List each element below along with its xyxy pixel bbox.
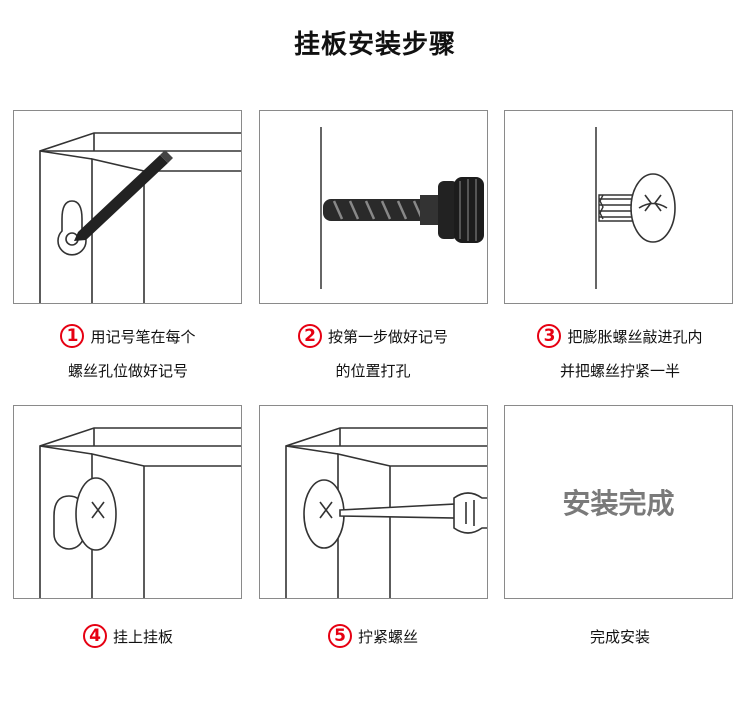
step-3-illustration bbox=[504, 110, 733, 304]
step-5-illustration bbox=[259, 405, 488, 599]
step-text: 的位置打孔 bbox=[335, 362, 411, 380]
step-number-badge: 3 bbox=[537, 323, 562, 348]
drill-bit-icon bbox=[323, 195, 440, 225]
step-4-illustration bbox=[13, 405, 242, 599]
completed-text: 安装完成 bbox=[562, 487, 675, 520]
marker-pen-icon bbox=[74, 150, 173, 241]
screw-head-icon bbox=[630, 173, 676, 243]
step-text: 拧紧螺丝 bbox=[357, 628, 418, 646]
step-6-illustration: 安装完成 bbox=[504, 405, 733, 599]
step-text: 把膨胀螺丝敲进孔内 bbox=[567, 328, 703, 346]
step-5-caption: 5 拧紧螺丝 bbox=[253, 620, 493, 654]
screwdriver-icon bbox=[339, 492, 487, 534]
step-number-badge: 4 bbox=[82, 623, 107, 648]
hanging-plate-icon bbox=[53, 477, 117, 551]
step-number-badge: 5 bbox=[327, 623, 352, 648]
drill-chuck-icon bbox=[438, 177, 484, 243]
step-text: 并把螺丝拧紧一半 bbox=[559, 362, 680, 380]
step-number-badge: 1 bbox=[60, 323, 85, 348]
step-text: 完成安装 bbox=[589, 628, 650, 646]
page-title: 挂板安装步骤 bbox=[293, 30, 456, 60]
step-text: 按第一步做好记号 bbox=[327, 328, 448, 346]
step-text: 用记号笔在每个 bbox=[90, 328, 196, 346]
step-1-illustration bbox=[13, 110, 242, 304]
step-3-caption: 3 把膨胀螺丝敲进孔内 并把螺丝拧紧一半 bbox=[500, 320, 740, 388]
step-text: 螺丝孔位做好记号 bbox=[67, 362, 188, 380]
keyhole-slot-icon bbox=[57, 200, 87, 256]
step-6-caption: 完成安装 bbox=[500, 620, 740, 654]
step-1-caption: 1 用记号笔在每个 螺丝孔位做好记号 bbox=[8, 320, 248, 388]
screw-head-icon bbox=[303, 479, 345, 549]
step-2-caption: 2 按第一步做好记号 的位置打孔 bbox=[253, 320, 493, 388]
screw-thread-icon bbox=[598, 194, 634, 222]
step-number-badge: 2 bbox=[297, 323, 322, 348]
step-2-illustration bbox=[259, 110, 488, 304]
step-4-caption: 4 挂上挂板 bbox=[8, 620, 248, 654]
step-text: 挂上挂板 bbox=[112, 628, 173, 646]
